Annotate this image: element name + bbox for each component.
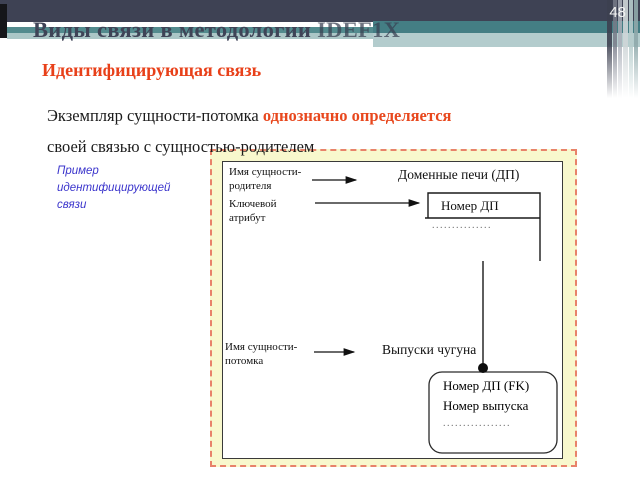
edge-stripe [623, 0, 628, 98]
header-bar [0, 0, 640, 22]
edge-stripe [607, 0, 612, 98]
edge-stripe [634, 0, 638, 98]
left-edge-accent [0, 4, 7, 38]
child-key-attribute: Номер ДП (FK) [443, 378, 530, 393]
caption-line: связи [57, 199, 87, 211]
label-child-entity-name: Имя сущности- потомка [225, 341, 298, 367]
slide-title-highlight: IDEF1X [317, 17, 401, 42]
teal-light-strip-left [7, 33, 373, 39]
body-line2: своей связью с сущностью-родителем [47, 137, 315, 156]
label-key-attribute: Ключевой атрибут [229, 198, 277, 224]
child-entity-name: Выпуски чугуна [382, 342, 477, 357]
parent-key-attribute: Номер ДП [441, 198, 499, 213]
slide-title: Виды связи в методологии IDEF1X [33, 17, 400, 43]
slide-subtitle: Идентифицирующая связь [42, 60, 262, 80]
body-line1-highlight: однозначно определяется [262, 106, 452, 125]
example-caption: Пример идентифицирующей связи [57, 163, 207, 214]
child-key-attribute: Номер выпуска [443, 398, 529, 413]
label-parent-entity-name: Имя сущности- родителя [229, 166, 302, 192]
caption-line: идентифицирующей [57, 182, 171, 194]
edge-stripe [613, 0, 617, 98]
parent-other-attributes-dots: ............... [432, 220, 492, 231]
edge-stripe [618, 0, 622, 98]
page-number: 48 [609, 4, 626, 21]
teal-light-strip-right [373, 33, 640, 47]
teal-accent-block [373, 21, 640, 33]
body-line1: Экземпляр сущности-потомка [47, 106, 263, 125]
caption-line: Пример [57, 165, 99, 177]
slide-title-text: Виды связи в методологии [33, 17, 318, 42]
body-text: Экземпляр сущности-потомка однозначно оп… [47, 100, 567, 162]
child-other-attributes-dots: ................. [443, 418, 511, 429]
parent-entity-name: Доменные печи (ДП) [398, 167, 520, 182]
teal-accent-strip [0, 27, 373, 33]
edge-stripe [629, 0, 633, 98]
child-key-attributes: Номер ДП (FK) Номер выпуска [443, 376, 529, 416]
